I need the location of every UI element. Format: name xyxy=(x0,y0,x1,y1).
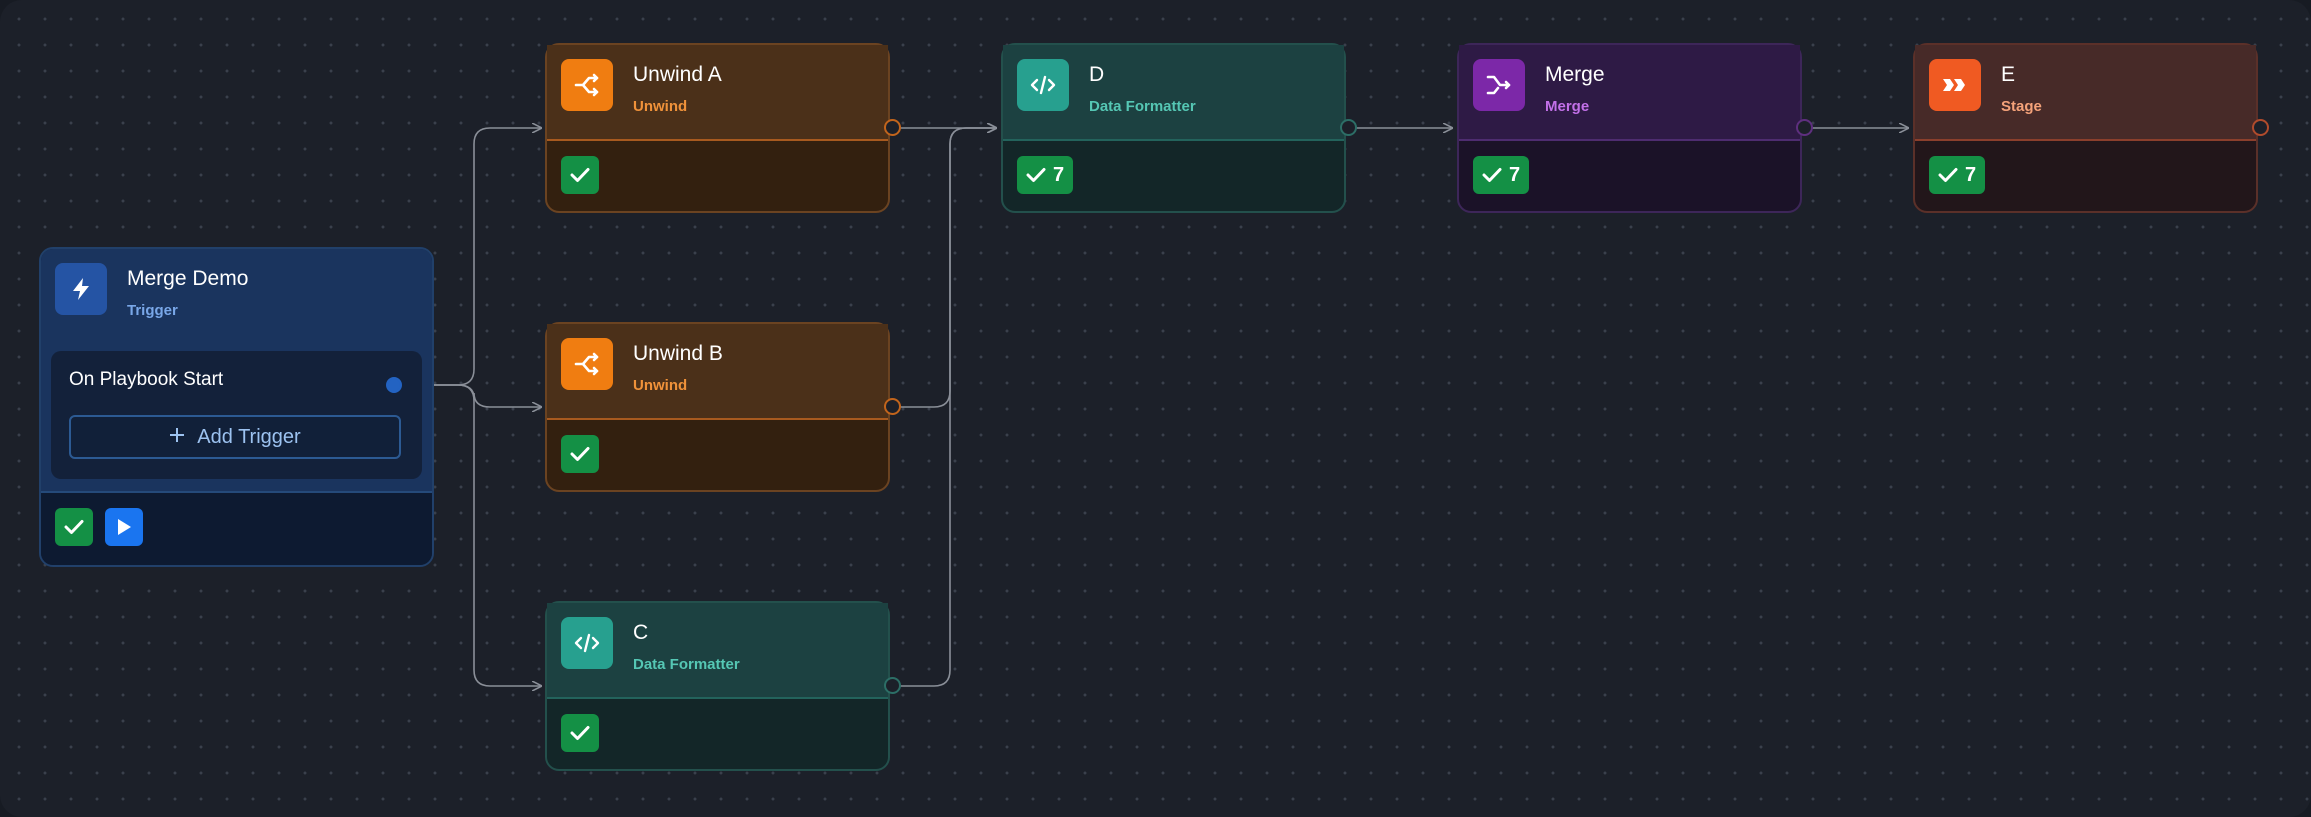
node-title: E xyxy=(2001,63,2016,86)
node-title: Merge xyxy=(1545,63,1605,86)
output-port-merge[interactable] xyxy=(1796,119,1813,136)
node-header: D Data Formatter xyxy=(1003,45,1344,141)
output-port-c[interactable] xyxy=(884,677,901,694)
run-button[interactable] xyxy=(105,508,143,546)
node-type: Data Formatter xyxy=(1089,98,1196,115)
success-badge xyxy=(55,508,93,546)
node-header: Unwind A Unwind xyxy=(547,45,888,141)
node-header: E Stage xyxy=(1915,45,2256,141)
badge-count: 7 xyxy=(1053,163,1065,186)
output-port-unwind-b[interactable] xyxy=(884,398,901,415)
node-unwind-a[interactable]: Unwind A Unwind xyxy=(545,43,890,213)
output-port-unwind-a[interactable] xyxy=(884,119,901,136)
trigger-list: On Playbook Start Add Trigger xyxy=(51,351,422,479)
code-icon xyxy=(1017,59,1069,111)
merge-icon xyxy=(1473,59,1525,111)
node-footer xyxy=(41,491,432,565)
node-header: C Data Formatter xyxy=(547,603,888,699)
node-type: Data Formatter xyxy=(633,656,740,673)
check-icon xyxy=(570,168,590,182)
node-e[interactable]: E Stage 7 xyxy=(1913,43,2258,213)
lightning-icon xyxy=(55,263,107,315)
node-merge[interactable]: Merge Merge 7 xyxy=(1457,43,1802,213)
trigger-output-port[interactable] xyxy=(386,377,402,393)
check-icon xyxy=(64,520,84,534)
plus-icon xyxy=(169,426,185,449)
node-type: Unwind xyxy=(633,98,688,115)
add-trigger-label: Add Trigger xyxy=(197,425,301,448)
success-count-badge: 7 xyxy=(1017,156,1074,194)
split-icon xyxy=(561,338,613,390)
success-badge xyxy=(561,435,599,473)
node-unwind-b[interactable]: Unwind B Unwind xyxy=(545,322,890,492)
edge-c-to-d[interactable] xyxy=(893,128,996,687)
success-badge xyxy=(561,714,599,752)
check-icon xyxy=(570,726,590,740)
node-type: Unwind xyxy=(633,377,688,394)
add-trigger-button[interactable]: Add Trigger xyxy=(69,415,401,459)
node-type: Trigger xyxy=(127,302,178,319)
node-title: D xyxy=(1089,63,1105,86)
node-title: Unwind B xyxy=(633,342,723,365)
output-port-d[interactable] xyxy=(1340,119,1357,136)
edge-trigger-to-unwind-a[interactable] xyxy=(395,128,541,386)
node-header: Merge Demo Trigger On Playbook Start Add… xyxy=(41,249,432,491)
check-icon xyxy=(1938,168,1958,182)
edge-unwind-b-to-d[interactable] xyxy=(893,128,996,408)
play-icon xyxy=(118,519,131,535)
node-type: Merge xyxy=(1545,98,1590,115)
node-d[interactable]: D Data Formatter 7 xyxy=(1001,43,1346,213)
node-c[interactable]: C Data Formatter xyxy=(545,601,890,771)
node-type: Stage xyxy=(2001,98,2042,115)
badge-count: 7 xyxy=(1965,163,1977,186)
code-icon xyxy=(561,617,613,669)
split-icon xyxy=(561,59,613,111)
check-icon xyxy=(1026,168,1046,182)
success-badge xyxy=(561,156,599,194)
node-title: Unwind A xyxy=(633,63,722,86)
badge-count: 7 xyxy=(1509,163,1521,186)
success-count-badge: 7 xyxy=(1473,156,1530,194)
check-icon xyxy=(1482,168,1502,182)
edge-trigger-to-c[interactable] xyxy=(395,384,541,686)
success-count-badge: 7 xyxy=(1929,156,1986,194)
trigger-node[interactable]: Merge Demo Trigger On Playbook Start Add… xyxy=(39,247,434,567)
output-port-e[interactable] xyxy=(2252,119,2269,136)
fast-forward-icon xyxy=(1929,59,1981,111)
check-icon xyxy=(570,447,590,461)
trigger-item-label[interactable]: On Playbook Start xyxy=(69,369,224,390)
node-header: Merge Merge xyxy=(1459,45,1800,141)
node-title: C xyxy=(633,621,649,644)
node-header: Unwind B Unwind xyxy=(547,324,888,420)
node-title: Merge Demo xyxy=(127,267,249,290)
